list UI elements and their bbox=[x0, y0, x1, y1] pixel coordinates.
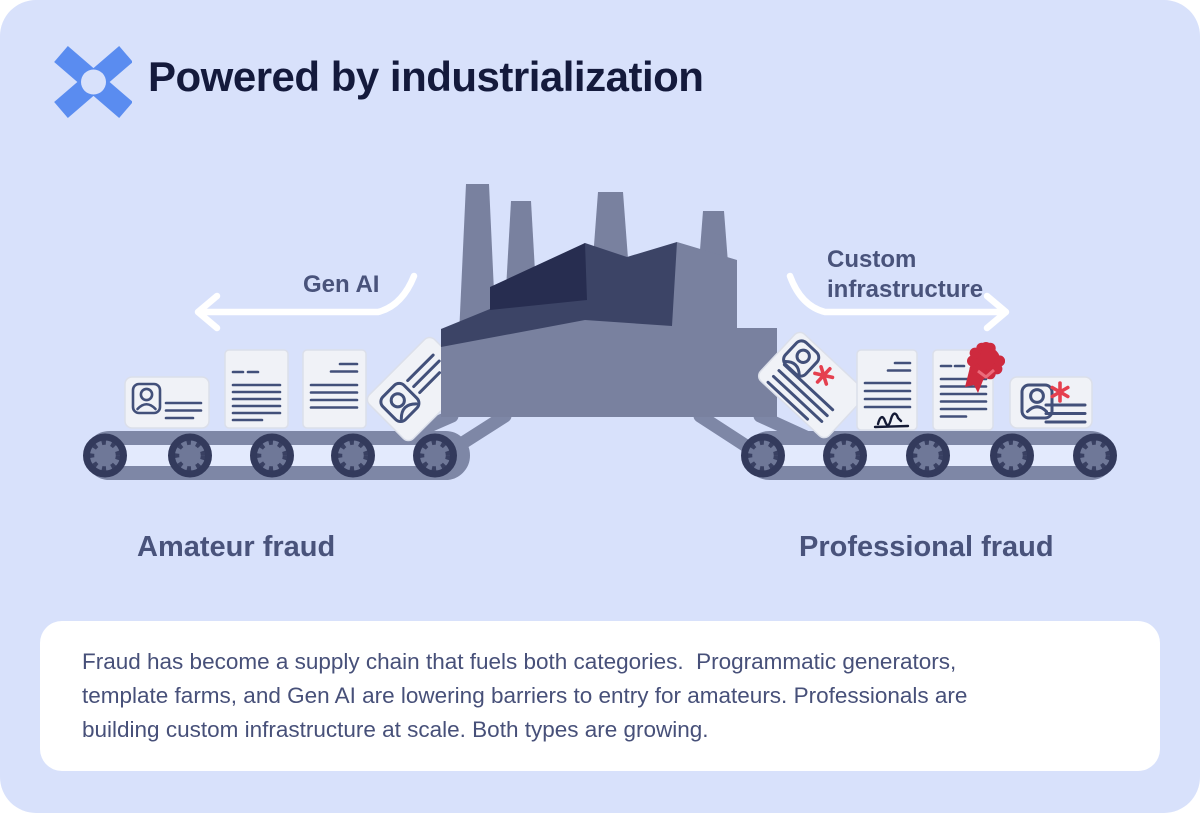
signature-icon bbox=[873, 412, 910, 429]
factory-roof-top bbox=[490, 243, 587, 310]
id-card-exiting-factory bbox=[757, 331, 867, 439]
left-arrow-icon bbox=[194, 272, 418, 332]
text-document bbox=[224, 349, 289, 429]
x-mark-brand-logo bbox=[54, 46, 132, 118]
logo-center-cutout bbox=[81, 69, 106, 95]
conveyor-belt-right bbox=[693, 409, 1114, 480]
factory-body bbox=[441, 242, 777, 417]
caption-text: Fraud has become a supply chain that fue… bbox=[82, 649, 968, 742]
id-card-document bbox=[1009, 376, 1093, 429]
label-amateur-fraud: Amateur fraud bbox=[137, 531, 336, 563]
right-arrow-icon bbox=[786, 272, 1010, 332]
certified-document bbox=[932, 342, 1005, 431]
page-title: Powered by industrialization bbox=[148, 53, 704, 100]
rosette-badge-icon bbox=[965, 342, 1005, 393]
factory-chimneys bbox=[459, 184, 728, 335]
label-gen-ai: Gen AI bbox=[303, 271, 380, 298]
person-icon bbox=[379, 381, 421, 423]
signed-document bbox=[856, 349, 918, 431]
person-icon bbox=[1020, 383, 1054, 420]
text-document bbox=[302, 349, 367, 429]
label-custom-infrastructure: Custom infrastructure bbox=[827, 246, 984, 303]
person-icon bbox=[131, 382, 162, 415]
label-professional-fraud: Professional fraud bbox=[799, 531, 1054, 563]
factory-icon bbox=[441, 184, 777, 417]
id-card-document bbox=[124, 376, 210, 429]
caption-panel: Fraud has become a supply chain that fue… bbox=[40, 621, 1160, 771]
